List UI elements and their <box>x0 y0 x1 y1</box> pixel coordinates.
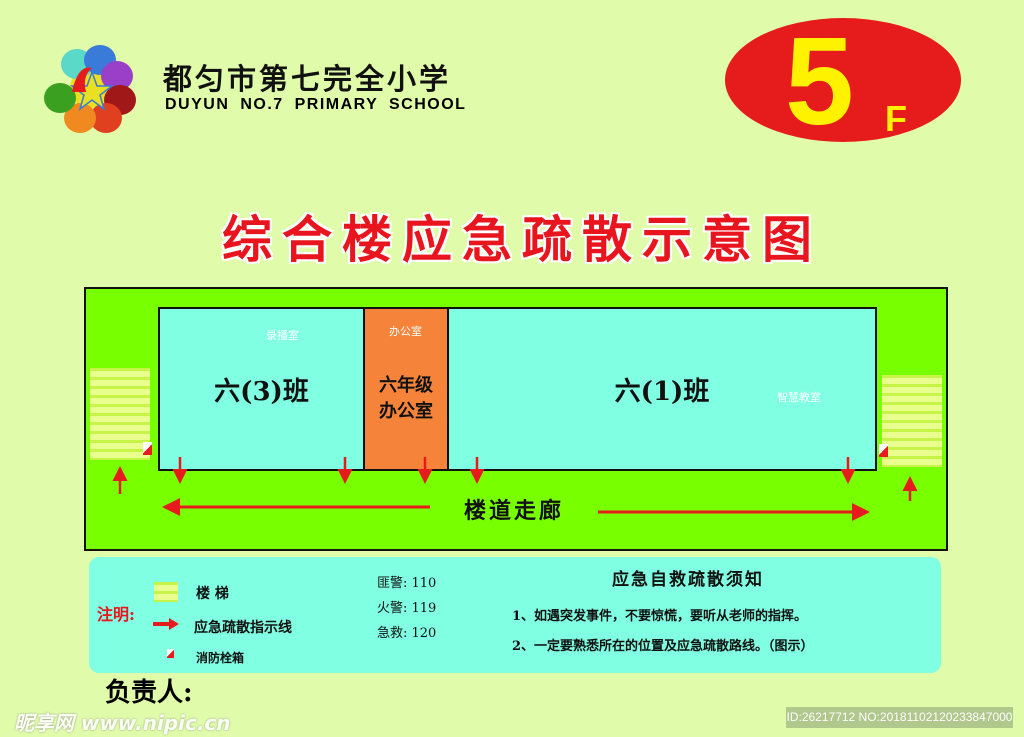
legend-stairs: 楼 梯 <box>196 586 229 602</box>
image-id: ID:26217712 NO:20181102120233847000 <box>786 707 1013 728</box>
school-name-cn: 都匀市第七完全小学 <box>163 62 452 96</box>
phone-police: 匪警: 110 <box>377 576 437 591</box>
stairs-right <box>882 375 942 467</box>
floor-plan: 六(3)班 录播室 办公室 六年级 办公室 六(1)班 智慧教室 楼道走廊 <box>84 287 948 551</box>
room-ghost-label: 录播室 <box>266 329 299 342</box>
room-label-line2: 办公室 <box>379 401 433 422</box>
phone-ambulance: 急救: 120 <box>377 626 437 641</box>
notice-title: 应急自救疏散须知 <box>612 570 764 590</box>
school-name-en: DUYUN NO.7 PRIMARY SCHOOL <box>165 96 467 113</box>
floor-unit: F <box>885 98 907 139</box>
evacuation-arrow-icon <box>153 618 179 630</box>
floor-number: 5 <box>785 13 854 151</box>
room-grade6-office: 办公室 六年级 办公室 <box>363 307 449 471</box>
legend-fire-hydrant: 消防栓箱 <box>196 651 245 665</box>
corridor-label: 楼道走廊 <box>464 498 565 524</box>
room-label-line1: 六年级 <box>379 375 433 396</box>
watermark: 昵享网 www.nipic.cn <box>14 711 231 735</box>
page-title: 综合楼应急疏散示意图 <box>222 210 822 269</box>
legend-evacuation-line: 应急疏散指示线 <box>194 620 292 636</box>
room-class-6-1: 六(1)班 智慧教室 <box>447 307 877 471</box>
room-ghost-label: 办公室 <box>389 325 422 338</box>
notice-1: 1、如遇突发事件，不要惊慌，要听从老师的指挥。 <box>512 609 808 624</box>
responsible-person-label: 负责人: <box>105 678 193 708</box>
room-class-6-3: 六(3)班 录播室 <box>158 307 365 471</box>
legend-panel: 注明: 楼 梯 应急疏散指示线 消防栓箱 匪警: 110 火警: 119 急救:… <box>89 557 941 673</box>
fire-hydrant-legend-icon <box>167 649 174 658</box>
phone-fire: 火警: 119 <box>377 601 437 616</box>
room-ghost-label: 智慧教室 <box>777 391 821 404</box>
notice-2: 2、一定要熟悉所在的位置及应急疏散路线。（图示） <box>512 639 814 654</box>
fire-hydrant-box-icon <box>879 444 888 457</box>
fire-hydrant-box-icon <box>143 442 152 455</box>
school-logo <box>44 45 136 133</box>
room-label: 六(3)班 <box>214 376 309 407</box>
legend-note-label: 注明: <box>97 605 135 624</box>
stairs-left <box>90 368 150 460</box>
stairs-legend-icon <box>154 582 178 602</box>
floor-badge <box>725 18 961 142</box>
room-label: 六(1)班 <box>614 376 710 407</box>
